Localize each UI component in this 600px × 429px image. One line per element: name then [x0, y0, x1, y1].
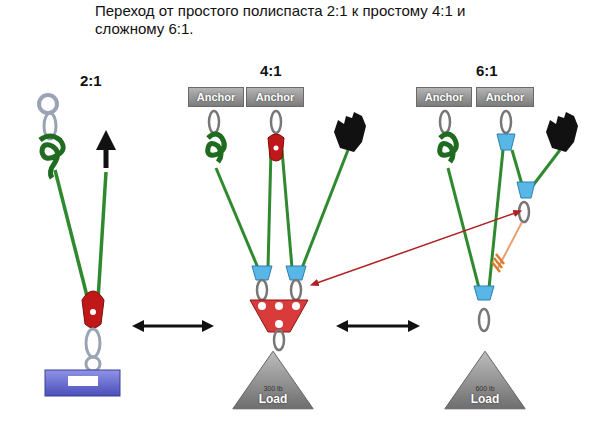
anchor-label: Anchor: [197, 91, 236, 103]
reference-arrow: [314, 212, 518, 284]
anchor-label: Anchor: [256, 91, 295, 103]
load-weight: 600 lb: [475, 383, 494, 394]
anchor-box: Anchor: [246, 87, 304, 107]
ratio-label: 2:1: [80, 72, 102, 89]
system-2-1: [39, 95, 120, 396]
load-label: Load: [259, 394, 288, 405]
anchor-box: Anchor: [476, 87, 534, 107]
load-triangle: Load600 lb: [444, 350, 526, 410]
title: Переход от простого полиспаста 2:1 к про…: [95, 2, 485, 38]
double-arrow: [342, 325, 414, 328]
load-weight: 300 lb: [263, 383, 282, 394]
anchor-box: Anchor: [416, 87, 472, 107]
load-triangle: Load300 lb: [232, 350, 314, 410]
system-6-1: [440, 111, 578, 331]
load-label: Load: [471, 394, 500, 405]
anchor-box: Anchor: [188, 87, 244, 107]
double-arrow: [138, 325, 208, 328]
system-4-1: [208, 111, 366, 350]
anchor-label: Anchor: [486, 91, 525, 103]
anchor-label: Anchor: [425, 91, 464, 103]
ratio-label: 4:1: [260, 62, 282, 79]
ratio-label: 6:1: [476, 62, 498, 79]
